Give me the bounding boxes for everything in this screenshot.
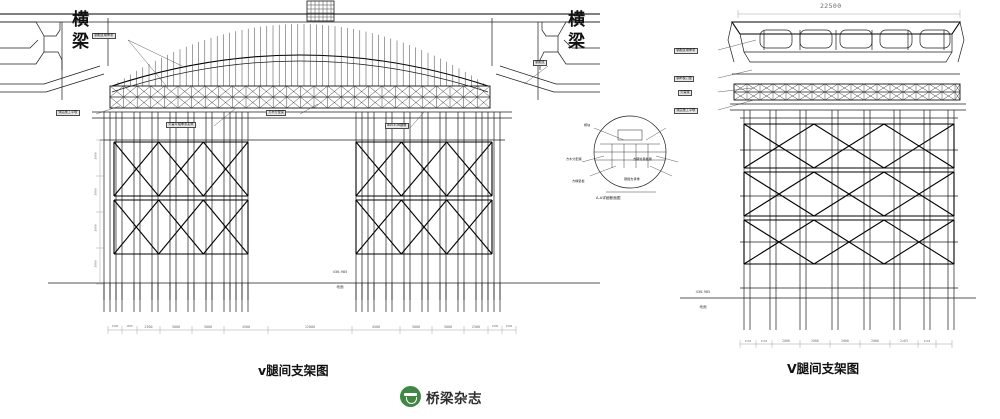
elevation-label-right: 地面 <box>699 305 707 309</box>
dimension-value: 1500 <box>491 325 499 328</box>
detail-label-5: 钢抱支承重 <box>624 177 640 181</box>
dimension-value: 3000 <box>171 325 181 329</box>
dimension-value: 2500 <box>144 325 153 329</box>
left-view-geometry <box>0 0 600 334</box>
detail-label-6: A-A详细断面图 <box>596 196 621 200</box>
vertical-dimension-value: 3000 <box>93 152 98 160</box>
vertical-dimension-value: 3000 <box>93 188 98 196</box>
dimension-value: 2000 <box>871 339 879 343</box>
annotation-left-3: 贝雷片组承重定联 <box>166 122 196 129</box>
dimension-value: 4500 <box>371 325 381 329</box>
detail-label-2: 方木分配梁 <box>566 157 582 161</box>
elevation-label-left: 地面 <box>336 285 344 289</box>
dimension-value: 2×63 <box>900 339 908 343</box>
annotation-left-5: 800×16钢管 <box>385 123 409 130</box>
annotation-left-2: 双层施工平联 <box>56 110 80 117</box>
dimension-value: 3000 <box>203 325 213 329</box>
dimension-value: 2×63 <box>923 339 931 343</box>
dimension-value: 2×63 <box>760 339 768 343</box>
annotation-left-4: 方木分配梁 <box>266 110 287 117</box>
detail-label-3: 方横垫板 <box>572 179 585 183</box>
vertical-dimension-value: 3000 <box>93 224 98 232</box>
dimension-value: 2000 <box>811 339 819 343</box>
top-dimension-right: 22500 <box>820 2 842 10</box>
right-view-geometry <box>680 10 976 348</box>
watermark-text: 桥梁杂志 <box>426 390 482 407</box>
crossbeam-label-left-1: 横 <box>72 10 89 30</box>
dimension-value: 1500 <box>111 325 119 328</box>
bridge-icon <box>400 386 421 407</box>
watermark: 桥梁杂志 <box>400 386 482 407</box>
crossbeam-label-right-2: 梁 <box>568 32 585 52</box>
dimension-value: 2500 <box>471 325 481 329</box>
annotation-left-6: 钢抱支 <box>533 60 547 67</box>
dimension-value: 2×63 <box>744 339 752 343</box>
dimension-value: 2000 <box>782 339 790 343</box>
elevation-value-right: 436.985 <box>695 290 711 294</box>
crossbeam-label-left-2: 梁 <box>72 32 89 52</box>
detail-label-4: 方钢管垫板层 <box>633 157 652 161</box>
annotation-right-4: 双层施工平联 <box>674 108 698 115</box>
annotation-right-3: 贝雷梁 <box>678 90 692 97</box>
elevation-value-left: 436.985 <box>332 270 348 274</box>
annotation-right-1: 钢抱支墩承重 <box>674 48 698 55</box>
left-view-title: v腿间支架图 <box>258 363 329 378</box>
dimension-value: 1500 <box>126 325 133 328</box>
vertical-dimension-value: 3000 <box>93 260 98 268</box>
dimension-value: 3000 <box>411 325 421 329</box>
dimension-value: 12000 <box>304 325 316 329</box>
right-view-title: V腿间支架图 <box>787 361 860 376</box>
dimension-value: 4500 <box>241 325 251 329</box>
annotation-left-1: 钢抱支墩承重 <box>92 33 116 40</box>
dimension-value: 3000 <box>443 325 453 329</box>
dimension-value: 2000 <box>841 339 849 343</box>
detail-bubble-geometry <box>581 115 679 193</box>
annotation-right-2: 钢木楔刀垫 <box>674 76 695 83</box>
detail-label-1: 楔块 <box>584 123 591 127</box>
dimension-value: 1500 <box>505 325 513 328</box>
crossbeam-label-right-1: 横 <box>568 10 585 30</box>
